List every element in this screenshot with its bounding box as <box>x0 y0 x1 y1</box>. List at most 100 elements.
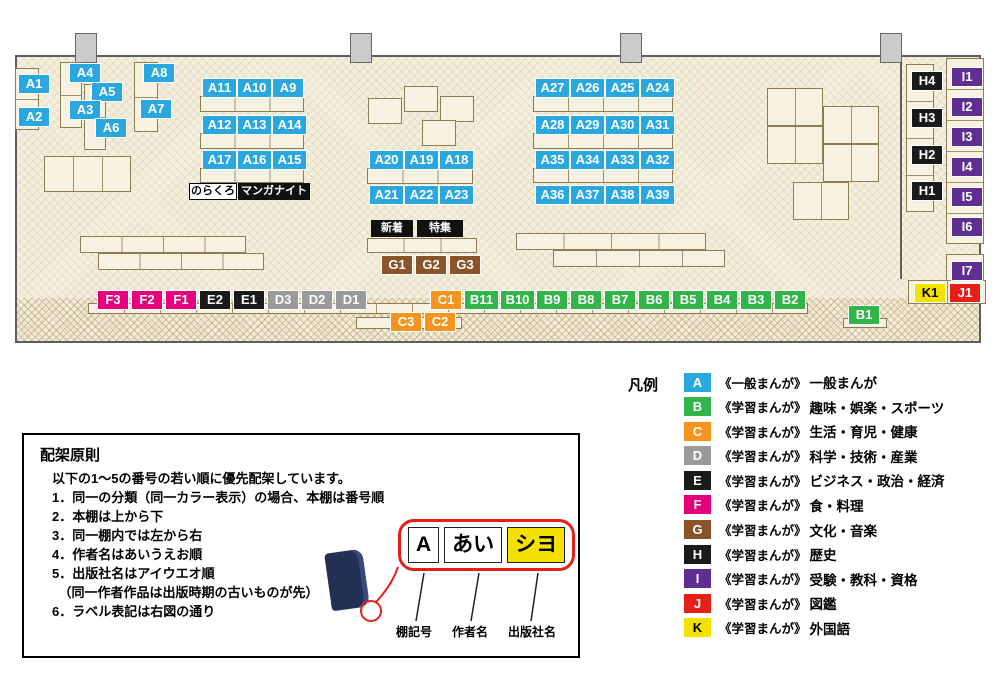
shelf-label-I3: I3 <box>951 127 983 147</box>
legend-category-label: 文化・音楽 <box>809 523 878 539</box>
shelf-label-E1: E1 <box>233 290 265 310</box>
shelf-label-C2: C2 <box>424 312 456 332</box>
rules-line-5: 4．作者名はあいうえお順 <box>52 547 203 562</box>
shelf-label-A31: A31 <box>640 115 675 135</box>
spine-label-cell-2: あい <box>444 527 503 563</box>
bookshelf <box>553 250 725 267</box>
shelf-label-A16: A16 <box>237 150 272 170</box>
rules-line-4: 3．同一棚内では左から右 <box>52 528 203 543</box>
legend-category-label: ビジネス・政治・経済 <box>809 474 945 490</box>
legend-category-label: 科学・技術・産業 <box>809 449 918 465</box>
legend-category-label: 一般まんが <box>809 376 878 391</box>
bookshelf <box>823 106 879 144</box>
legend-item-C: C《学習まんが》生活・育児・健康 <box>684 421 996 441</box>
bookshelf <box>200 168 304 183</box>
map-label-特集: 特集 <box>417 220 463 237</box>
shelf-label-A22: A22 <box>404 185 439 205</box>
legend-series-label: 《学習まんが》 <box>719 597 807 612</box>
legend-item-I: I《学習まんが》受験・教科・資格 <box>684 569 996 589</box>
spine-label-cell-1: A <box>408 527 440 563</box>
legend-series-label: 《学習まんが》 <box>719 524 807 539</box>
legend-item-K: K 《学習まんが》外国語 <box>684 618 996 638</box>
shelf-label-A29: A29 <box>570 115 605 135</box>
legend-chip-I: I <box>684 569 711 589</box>
legend-category-label: 歴史 <box>809 548 837 564</box>
shelf-label-A13: A13 <box>237 115 272 135</box>
rules-line-8: 6．ラベル表記は右図の通り <box>52 604 216 619</box>
shelf-label-A30: A30 <box>605 115 640 135</box>
bookshelf <box>80 236 246 253</box>
shelf-label-D2: D2 <box>301 290 333 310</box>
bookshelf <box>200 133 304 149</box>
legend-category-label: 外国語 <box>809 621 851 637</box>
legend-item-A: A《一般まんが》一般まんが <box>684 372 996 392</box>
bookshelf <box>533 96 673 112</box>
legend-item-E: E《学習まんが》ビジネス・政治・経済 <box>684 470 996 490</box>
shelf-label-B3: B3 <box>740 290 772 310</box>
legend-chip-G: G <box>684 520 711 540</box>
bookshelf <box>422 120 456 146</box>
legend-chip-J: J <box>684 593 711 613</box>
shelf-label-A19: A19 <box>404 150 439 170</box>
legend-item-G: G 《学習まんが》文化・音楽 <box>684 520 996 540</box>
shelf-label-B11: B11 <box>464 290 499 310</box>
bookshelf <box>98 253 264 270</box>
legend-series-label: 《学習まんが》 <box>719 548 807 563</box>
shelf-label-H1: H1 <box>911 181 943 201</box>
inner-wall <box>900 57 902 279</box>
rules-line-1: 以下の1～5の番号の若い順に優先配架しています。 <box>52 471 351 486</box>
legend-item-J: J《学習まんが》図鑑 <box>684 593 996 613</box>
shelf-label-A27: A27 <box>535 78 570 98</box>
legend-item-F: F《学習まんが》食・料理 <box>684 495 996 515</box>
shelf-label-I6: I6 <box>951 217 983 237</box>
shelf-label-I7: I7 <box>951 261 983 281</box>
shelf-label-A33: A33 <box>605 150 640 170</box>
legend-category-label: 食・料理 <box>809 498 864 514</box>
shelf-label-A2: A2 <box>18 107 50 127</box>
shelf-label-G3: G3 <box>449 255 481 275</box>
pillar <box>75 33 97 63</box>
bookshelf <box>404 86 438 112</box>
shelf-label-A38: A38 <box>605 185 640 205</box>
shelf-label-I4: I4 <box>951 157 983 177</box>
shelf-label-G1: G1 <box>381 255 413 275</box>
shelf-label-A36: A36 <box>535 185 570 205</box>
legend-title: 凡例 <box>628 377 659 394</box>
shelf-label-B7: B7 <box>604 290 636 310</box>
shelf-label-A26: A26 <box>570 78 605 98</box>
shelf-label-A39: A39 <box>640 185 675 205</box>
shelf-label-A23: A23 <box>439 185 474 205</box>
map-label-マンガナイト: マンガナイト <box>238 183 310 200</box>
bookshelf <box>516 233 706 250</box>
bookshelf <box>533 168 673 183</box>
shelf-label-E2: E2 <box>199 290 231 310</box>
shelving-rules-box: 配架原則 以下の1～5の番号の若い順に優先配架しています。1．同一の分類（同一カ… <box>22 433 580 658</box>
bookshelf <box>368 98 402 124</box>
shelf-label-B5: B5 <box>672 290 704 310</box>
shelf-label-B4: B4 <box>706 290 738 310</box>
pillar <box>620 33 642 63</box>
bookshelf <box>533 133 673 149</box>
shelf-label-A14: A14 <box>272 115 307 135</box>
shelf-label-A7: A7 <box>140 99 172 119</box>
legend-series-label: 《学習まんが》 <box>719 450 807 465</box>
legend-category-label: 受験・教科・資格 <box>809 572 918 588</box>
map-label-新着: 新着 <box>371 220 413 237</box>
shelf-label-A21: A21 <box>369 185 404 205</box>
book-icon <box>324 548 370 612</box>
spine-label-caption-1: 棚記号 <box>396 625 433 639</box>
legend-item-D: D《学習まんが》科学・技術・産業 <box>684 446 996 466</box>
bookshelf <box>767 126 823 164</box>
legend-series-label: 《学習まんが》 <box>719 622 807 637</box>
legend-chip-F: F <box>684 495 711 515</box>
shelf-label-A11: A11 <box>202 78 237 98</box>
shelf-label-H2: H2 <box>911 145 943 165</box>
shelf-label-A15: A15 <box>272 150 307 170</box>
shelf-label-A20: A20 <box>369 150 404 170</box>
rules-lines: 以下の1～5の番号の若い順に優先配架しています。1．同一の分類（同一カラー表示）… <box>52 469 384 621</box>
legend-chip-E: E <box>684 470 711 490</box>
shelf-label-A18: A18 <box>439 150 474 170</box>
legend-chip-A: A <box>684 372 711 392</box>
legend-chip-K: K <box>684 618 711 638</box>
